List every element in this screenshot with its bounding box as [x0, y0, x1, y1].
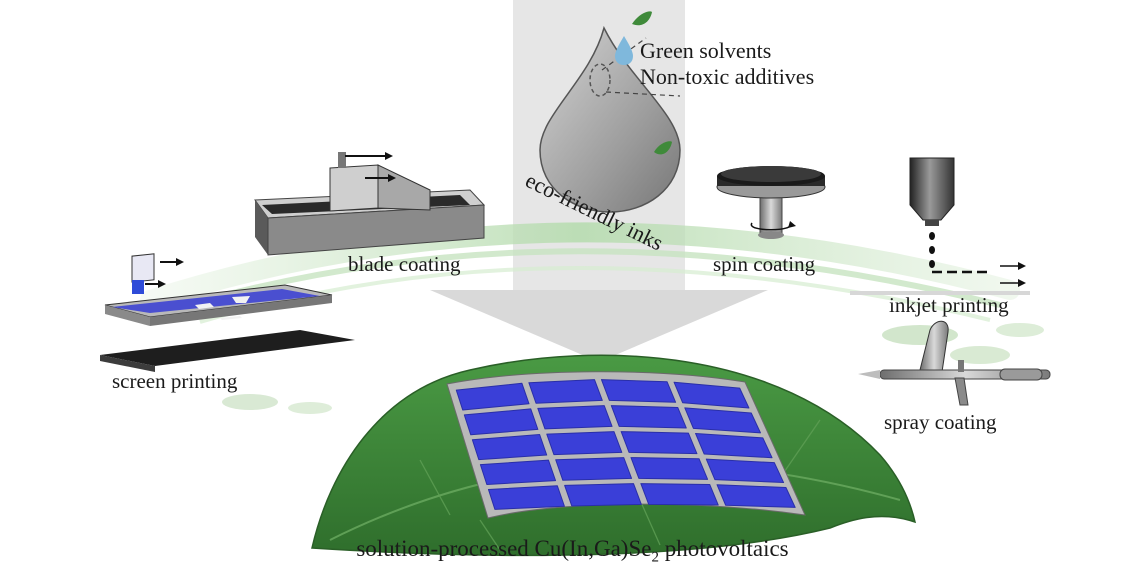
- leaf-icon-small: [654, 141, 672, 155]
- label-spin-coating: spin coating: [713, 252, 816, 276]
- label-spray-coating: spray coating: [884, 410, 997, 434]
- figure-caption: solution-processed Cu(In,Ga)Se2 photovol…: [0, 536, 1145, 567]
- ink-droplet: [539, 11, 681, 213]
- label-blade-coating: blade coating: [348, 252, 461, 276]
- leaf-solar-panel: [311, 354, 917, 557]
- solar-cell: [610, 405, 687, 429]
- label-inkjet-printing: inkjet printing: [889, 293, 1009, 317]
- solar-cell: [673, 381, 750, 409]
- solar-cell: [640, 483, 719, 506]
- solar-cell: [630, 457, 709, 480]
- solar-cell: [537, 405, 613, 430]
- caption-suffix: photovoltaics: [658, 536, 789, 561]
- feature-green-solvents: Green solvents: [640, 38, 772, 63]
- solar-cell: [716, 484, 796, 508]
- blade-coating-device: [254, 152, 486, 256]
- solar-cell: [620, 431, 698, 455]
- label-screen-printing: screen printing: [112, 369, 238, 393]
- solar-cell: [528, 379, 603, 404]
- water-drop-icon: [615, 36, 633, 65]
- caption-subscript: 2: [651, 549, 659, 566]
- spin-coating-device: [716, 166, 826, 239]
- solar-cell: [487, 485, 565, 510]
- solar-cell: [705, 458, 785, 484]
- solar-cell: [479, 459, 557, 485]
- solar-cell: [471, 434, 548, 461]
- screen-printing-device: [100, 253, 355, 372]
- solar-cell: [546, 431, 623, 456]
- spray-coating-device: [858, 320, 1051, 406]
- solar-cell: [600, 379, 677, 403]
- solar-cell: [463, 408, 539, 436]
- solar-cell: [684, 407, 761, 434]
- leaf-icon: [632, 11, 652, 26]
- solar-cell: [564, 483, 642, 507]
- inkjet-printing-device: [850, 157, 1030, 295]
- solar-cell: [455, 382, 530, 411]
- solar-cell: [555, 457, 633, 481]
- big-down-arrow: [430, 290, 768, 362]
- solar-cell: [695, 432, 773, 459]
- caption-prefix: solution-processed Cu(In,Ga)Se: [356, 536, 652, 561]
- solar-cell-grid: [455, 379, 796, 510]
- feature-non-toxic-additives: Non-toxic additives: [640, 64, 815, 89]
